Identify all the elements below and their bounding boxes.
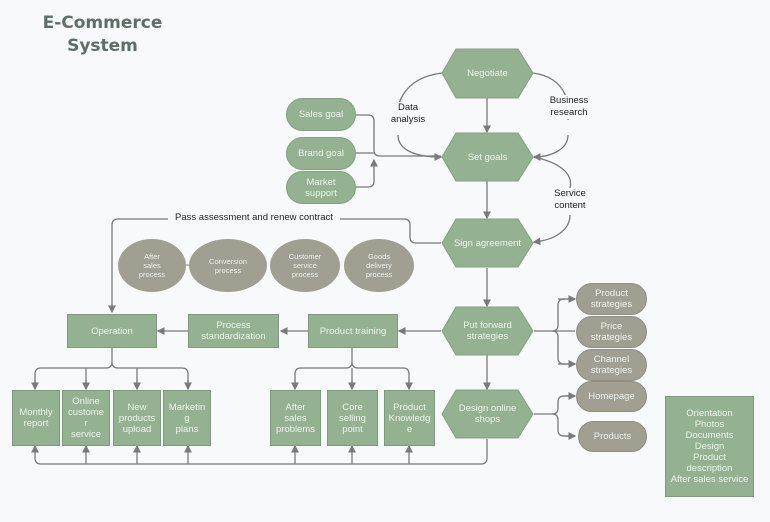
edge-shop-items xyxy=(534,395,575,437)
process-after-sales-label: After sales process xyxy=(138,252,166,279)
product-training-label: Product training xyxy=(319,325,387,337)
op-child-monthly-report-label: Monthly report xyxy=(19,407,53,429)
sign-agreement-label: Sign agreement xyxy=(453,237,522,249)
hex-sign-agreement xyxy=(441,218,534,268)
tr-child-after-sales-problems-label: After sales problems xyxy=(275,401,316,435)
edge-label-pass-assessment: Pass assessment and renew contract xyxy=(168,212,340,224)
details-box-text: Orientation Photos Documents Design Prod… xyxy=(670,408,749,485)
negotiate-label: Negotiate xyxy=(467,68,508,79)
process-standardization-node[interactable]: Process standardization xyxy=(188,314,279,348)
diagram-title: E-Commerce System xyxy=(30,12,175,58)
edge-label-data-analysis: Data analysis xyxy=(385,102,431,126)
details-box[interactable]: Orientation Photos Documents Design Prod… xyxy=(665,396,754,497)
goal-brand[interactable]: Brand goal xyxy=(286,137,356,170)
set-goals-label: Set goals xyxy=(467,151,508,163)
hex-negotiate xyxy=(441,48,534,99)
op-child-marketing-plans[interactable]: Marketin g plans xyxy=(163,390,211,446)
process-customer-service-label: Customer service process xyxy=(288,252,322,279)
op-child-new-products-upload-label: New products upload xyxy=(118,401,156,435)
shop-item-homepage[interactable]: Homepage xyxy=(576,381,647,412)
op-child-monthly-report[interactable]: Monthly report xyxy=(12,390,60,446)
hex-put-forward xyxy=(441,306,534,356)
sign-agreement-node[interactable]: Sign agreement xyxy=(442,219,533,267)
goal-market-support-label: Market support xyxy=(305,176,337,199)
goal-brand-label: Brand goal xyxy=(298,148,344,159)
op-child-online-customer-service[interactable]: Online custome r service xyxy=(62,390,110,446)
strategy-channel[interactable]: Channel strategies xyxy=(576,349,647,381)
strategy-product-label: Product strategies xyxy=(590,288,633,310)
edge-strategies xyxy=(534,298,575,364)
goal-sales-label: Sales goal xyxy=(298,109,344,120)
op-child-new-products-upload[interactable]: New products upload xyxy=(113,390,161,446)
hex-design-shops xyxy=(441,389,534,439)
edge-service-content xyxy=(534,156,572,242)
tr-child-product-knowledge[interactable]: Product Knowledg e xyxy=(384,390,435,446)
tr-child-core-selling-point-label: Core selling point xyxy=(339,401,366,435)
hex-set-goals xyxy=(441,132,534,182)
strategy-price-label: Price strategies xyxy=(590,321,633,343)
tr-child-after-sales-problems[interactable]: After sales problems xyxy=(270,390,321,446)
set-goals-node[interactable]: Set goals xyxy=(442,133,533,181)
shop-item-products[interactable]: Products xyxy=(578,421,647,452)
design-online-shops-node[interactable]: Design online shops xyxy=(442,390,533,438)
process-goods-delivery[interactable]: Goods delivery process xyxy=(344,239,414,292)
op-child-marketing-plans-label: Marketin g plans xyxy=(168,401,206,435)
strategy-price[interactable]: Price strategies xyxy=(576,316,647,348)
tr-child-core-selling-point[interactable]: Core selling point xyxy=(327,390,378,446)
design-online-shops-label: Design online shops xyxy=(458,403,517,425)
title-line-1: E-Commerce xyxy=(42,13,163,33)
edge-bottom-feedback xyxy=(34,439,488,465)
operation-label: Operation xyxy=(91,325,133,337)
goal-sales[interactable]: Sales goal xyxy=(286,98,356,131)
edge-operation-children xyxy=(34,348,189,389)
goal-market-support[interactable]: Market support xyxy=(286,171,356,204)
strategy-product[interactable]: Product strategies xyxy=(576,283,647,315)
process-after-sales[interactable]: After sales process xyxy=(118,239,186,292)
strategy-channel-label: Channel strategies xyxy=(590,354,633,376)
edge-pass-assessment xyxy=(112,218,441,312)
product-training-node[interactable]: Product training xyxy=(308,314,398,348)
tr-child-product-knowledge-label: Product Knowledg e xyxy=(388,401,431,435)
process-conversion[interactable]: Conversion process xyxy=(189,239,267,292)
title-line-2: System xyxy=(67,36,138,56)
process-goods-delivery-label: Goods delivery process xyxy=(365,252,393,279)
negotiate-node[interactable]: Negotiate xyxy=(442,49,533,98)
op-child-online-customer-service-label: Online custome r service xyxy=(68,396,104,440)
operation-node[interactable]: Operation xyxy=(67,314,157,348)
process-standardization-label: Process standardization xyxy=(201,320,266,342)
edge-label-business-research: Business research xyxy=(543,95,595,119)
put-forward-strategies-node[interactable]: Put forward strategies xyxy=(442,307,533,355)
edge-label-service-content: Service content xyxy=(548,188,592,212)
shop-item-homepage-label: Homepage xyxy=(588,391,635,402)
put-forward-strategies-label: Put forward strategies xyxy=(463,320,512,342)
shop-item-products-label: Products xyxy=(593,431,632,442)
process-customer-service[interactable]: Customer service process xyxy=(270,239,340,292)
process-conversion-label: Conversion process xyxy=(209,256,247,275)
